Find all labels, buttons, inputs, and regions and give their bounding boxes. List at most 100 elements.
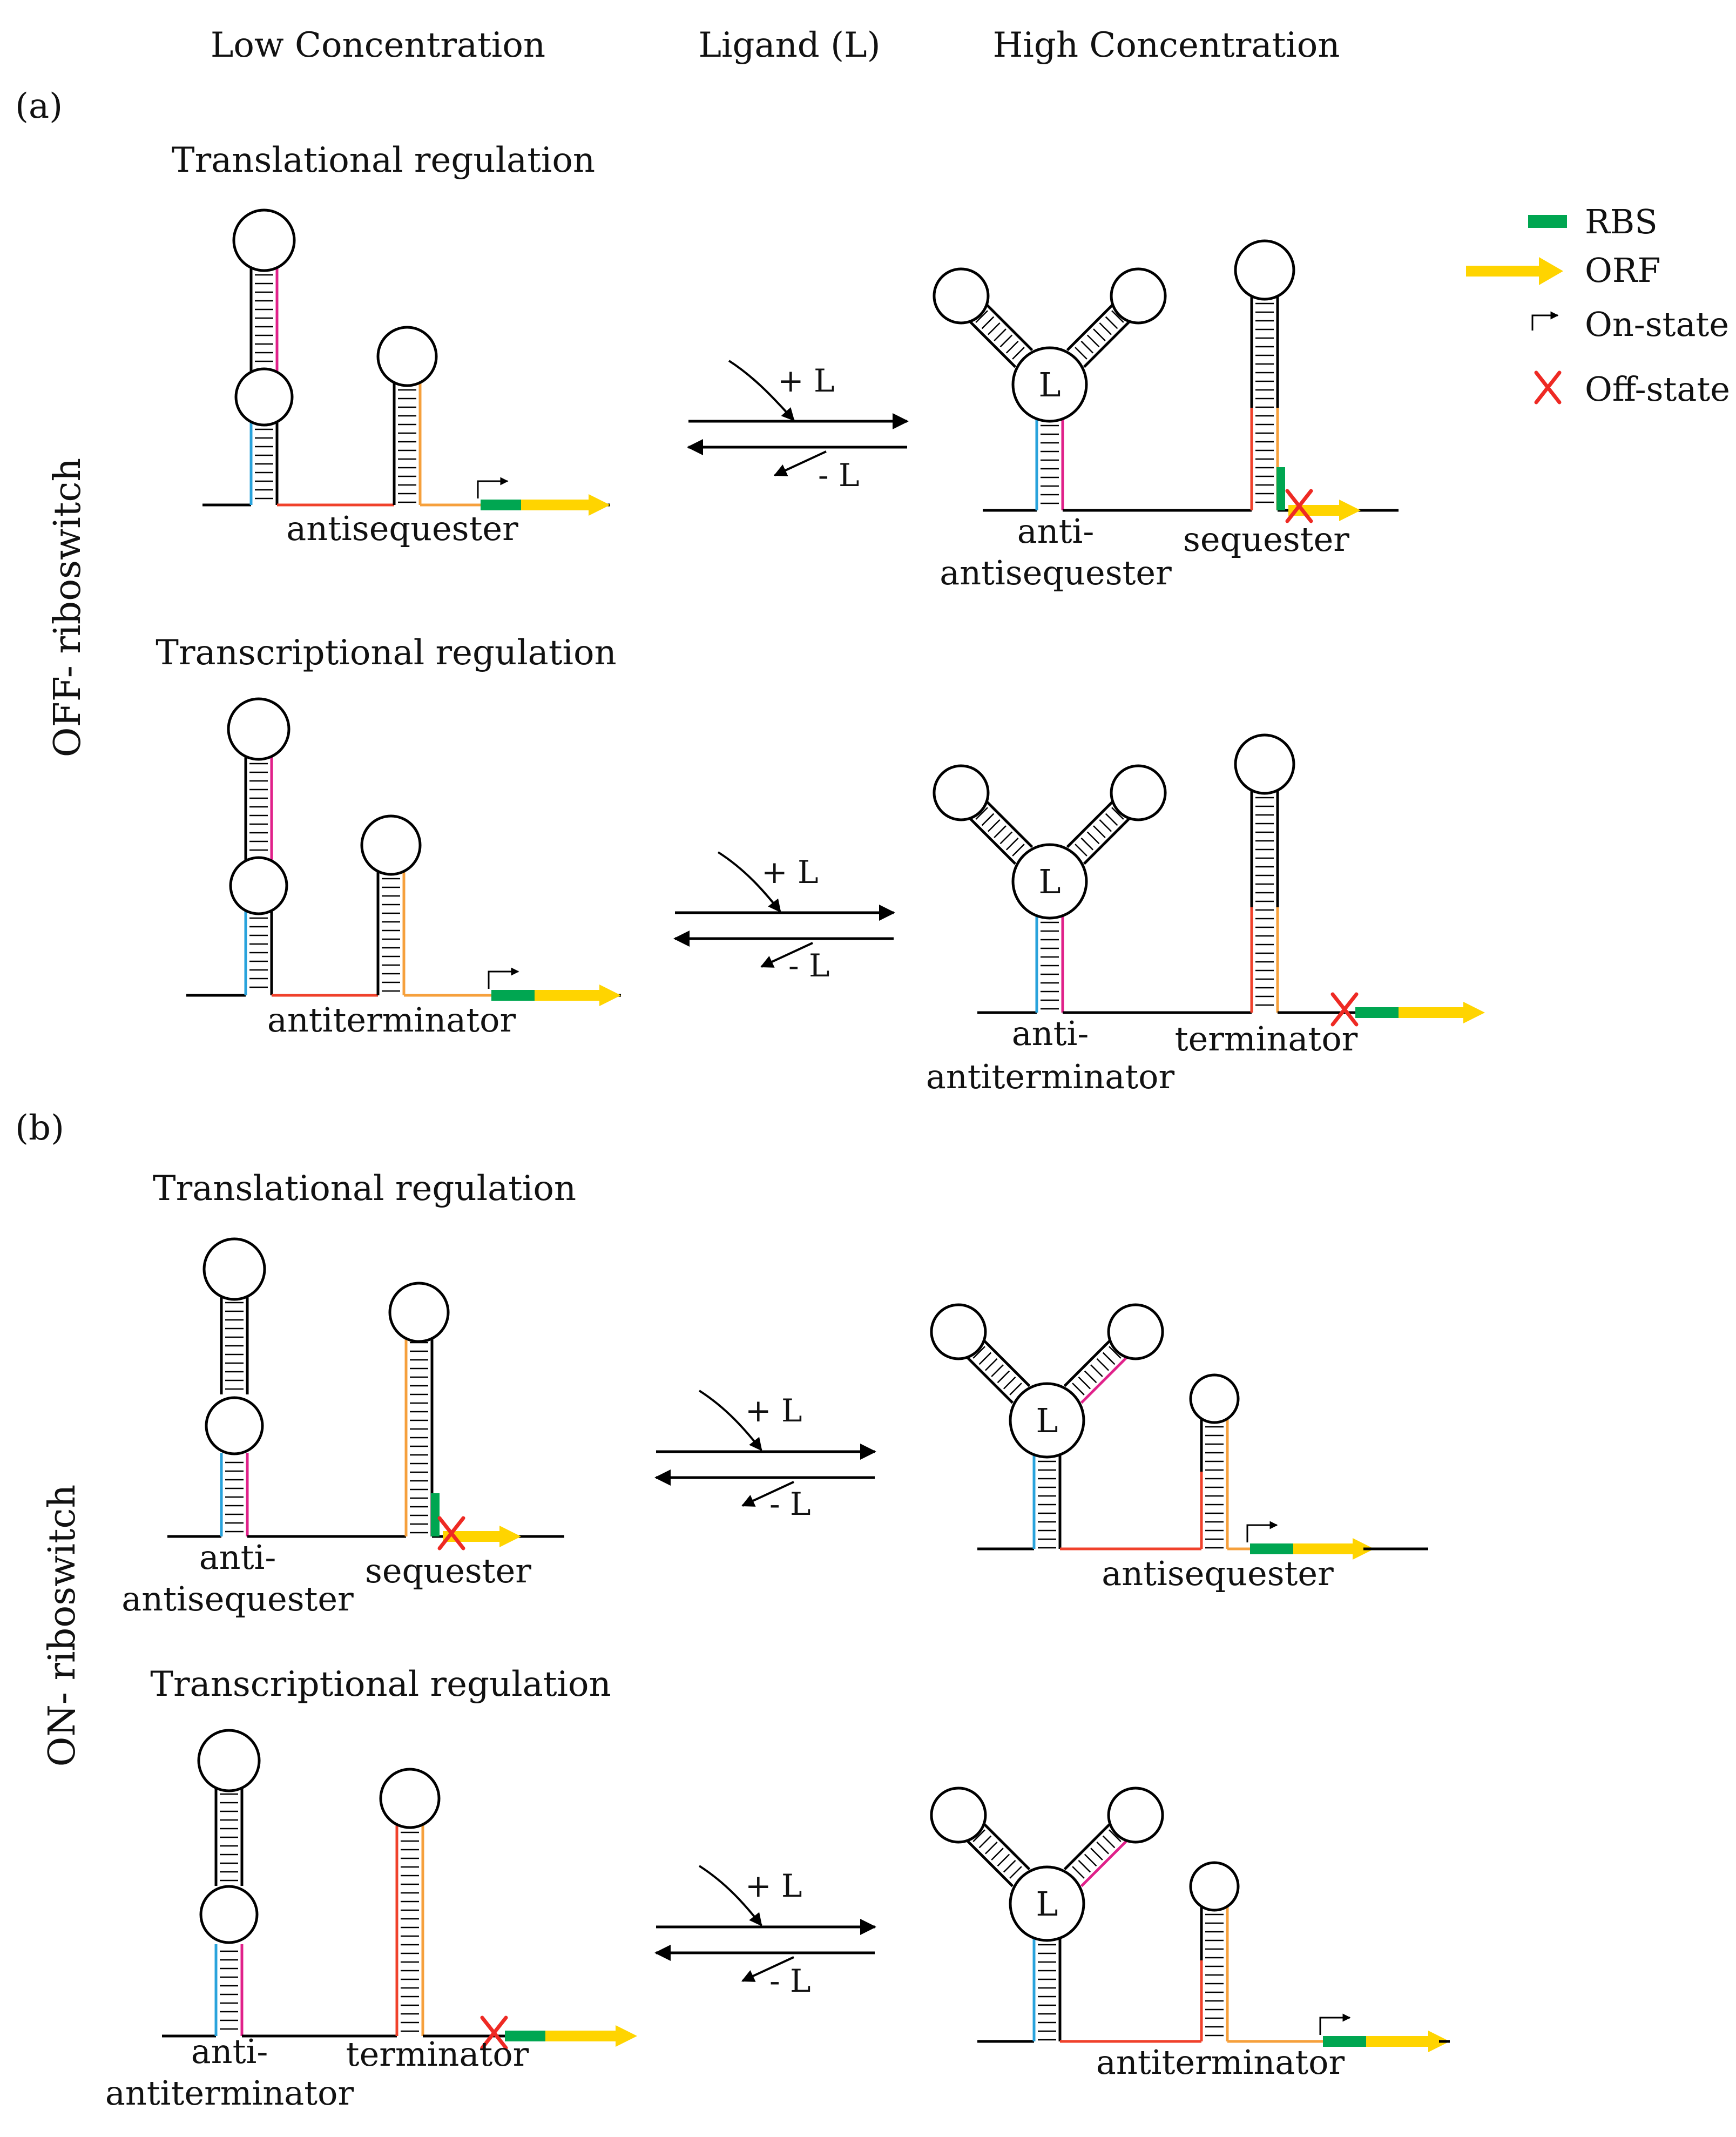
- hairpin-loop: [360, 814, 422, 876]
- hairpin-loop: [1189, 1373, 1240, 1424]
- hairpin-loop: [933, 267, 990, 325]
- base-pair: [1080, 837, 1094, 851]
- base-pair: [1099, 322, 1112, 335]
- base-pair: [1009, 1383, 1022, 1396]
- strand: [1066, 303, 1114, 352]
- base-pair: [975, 310, 988, 323]
- left-arm: [933, 267, 1034, 368]
- base-pair: [1072, 1866, 1085, 1879]
- orf-arrow: [1366, 2031, 1450, 2052]
- base-pair: [1093, 328, 1106, 341]
- base-pair: [987, 819, 1001, 832]
- hairpin-loop: [1107, 1787, 1164, 1844]
- orf-arrow: [1399, 1002, 1485, 1023]
- base-pair: [1078, 1376, 1091, 1390]
- left-arm: [930, 1303, 1031, 1404]
- plus-ligand-label: + L: [745, 1868, 802, 1904]
- hairpin-loop: [232, 208, 296, 272]
- rbs-bar: [505, 2031, 545, 2041]
- base-pair: [997, 1370, 1010, 1384]
- label-sequester: sequester: [1183, 520, 1349, 559]
- ligand-symbol: L: [1038, 862, 1060, 901]
- base-pair: [1090, 1848, 1103, 1860]
- strand: [1083, 817, 1131, 865]
- base-pair: [1086, 831, 1100, 845]
- legend-label-rbs: RBS: [1585, 202, 1658, 241]
- base-pair: [1080, 340, 1094, 354]
- legend-label-on-state: On-state: [1585, 305, 1729, 344]
- plus-ligand-label: + L: [745, 1392, 802, 1429]
- legend-label-orf: ORF: [1585, 251, 1661, 290]
- hairpin-loop: [227, 697, 291, 761]
- base-pair: [1012, 844, 1025, 857]
- red-x-icon: [1534, 370, 1562, 405]
- ligand-pocket: [1009, 1865, 1085, 1942]
- base-pair: [1096, 1841, 1110, 1855]
- riboswitch-structures: L L L L: [162, 208, 1485, 2052]
- strand: [1066, 800, 1114, 848]
- equilibrium-arrows-off-transcriptional: + L - L: [673, 851, 895, 984]
- rbs-bar: [1355, 1007, 1399, 1018]
- strand: [1083, 320, 1131, 368]
- on-transcriptional-low: [162, 1729, 637, 2050]
- base-pair: [987, 322, 1001, 335]
- strand: [982, 1339, 1031, 1387]
- base-pair: [1084, 1853, 1097, 1867]
- orf-arrow: [545, 2025, 637, 2047]
- off-translational-high: L: [933, 239, 1399, 523]
- rbs-bar: [1276, 467, 1285, 510]
- title-off-transcriptional: Transcriptional regulation: [156, 633, 617, 673]
- label-antisequester: antisequester: [1102, 1554, 1334, 1593]
- panel-label-b: (b): [15, 1108, 64, 1148]
- label-anti-prefix: anti-: [1012, 1014, 1089, 1053]
- base-pair: [984, 1358, 998, 1371]
- right-arm: [1063, 1787, 1164, 1887]
- label-sequester: sequester: [365, 1551, 531, 1590]
- side-label-off-riboswitch: OFF- riboswitch: [46, 458, 89, 757]
- on-state-arrow: [1319, 2013, 1351, 2035]
- label-antiantisequester-tail: antisequester: [121, 1579, 354, 1619]
- on-state-arrow: [1246, 1521, 1278, 1542]
- header-high-concentration: High Concentration: [993, 25, 1340, 65]
- rbs-bar: [1323, 2036, 1366, 2047]
- base-pair: [1109, 1829, 1122, 1842]
- strand: [1080, 1356, 1129, 1404]
- label-antiantiterminator-tail: antiterminator: [105, 2073, 354, 2113]
- off-transcriptional-low: [186, 697, 621, 1006]
- base-pair: [1099, 819, 1112, 832]
- base-pair: [994, 328, 1007, 341]
- orf-arrow: [1288, 500, 1361, 521]
- base-pair: [1084, 1370, 1097, 1384]
- base-pair: [978, 1835, 992, 1849]
- base-pair: [1012, 347, 1025, 360]
- base-pair: [1075, 347, 1087, 360]
- base-pair: [1096, 1358, 1110, 1371]
- legend-label-off-state: Off-state: [1585, 369, 1730, 409]
- ligand-pocket: [1011, 346, 1088, 423]
- minus-ligand-label: - L: [769, 1963, 811, 1999]
- ligand-pocket: [1009, 1382, 1085, 1459]
- orf-arrow-icon: [1466, 257, 1563, 285]
- strand: [1063, 1339, 1112, 1387]
- off-state-x: [1330, 992, 1359, 1027]
- rbs-bar: [1250, 1543, 1293, 1554]
- base-pair: [975, 807, 988, 820]
- base-pair: [1005, 340, 1019, 354]
- label-antiterminator: antiterminator: [1096, 2042, 1345, 2082]
- orf-arrow: [521, 494, 610, 516]
- base-pair: [1009, 1866, 1022, 1879]
- plus-ligand-label: + L: [761, 854, 819, 891]
- base-pair: [981, 813, 995, 826]
- internal-loop: [199, 1885, 259, 1944]
- off-state-x: [1285, 489, 1313, 523]
- off-translational-low: [202, 208, 610, 516]
- minus-ligand-label: - L: [788, 947, 830, 984]
- base-pair: [981, 316, 995, 329]
- orf-arrow: [1293, 1538, 1374, 1560]
- equilibrium-arrows-on-translational: + L - L: [654, 1390, 876, 1522]
- header-low-concentration: Low Concentration: [211, 25, 545, 65]
- on-transcriptional-high: L: [930, 1787, 1450, 2052]
- label-terminator: terminator: [1175, 1019, 1358, 1059]
- ligand-symbol: L: [1036, 1401, 1058, 1440]
- hairpin-loop: [1107, 1303, 1164, 1360]
